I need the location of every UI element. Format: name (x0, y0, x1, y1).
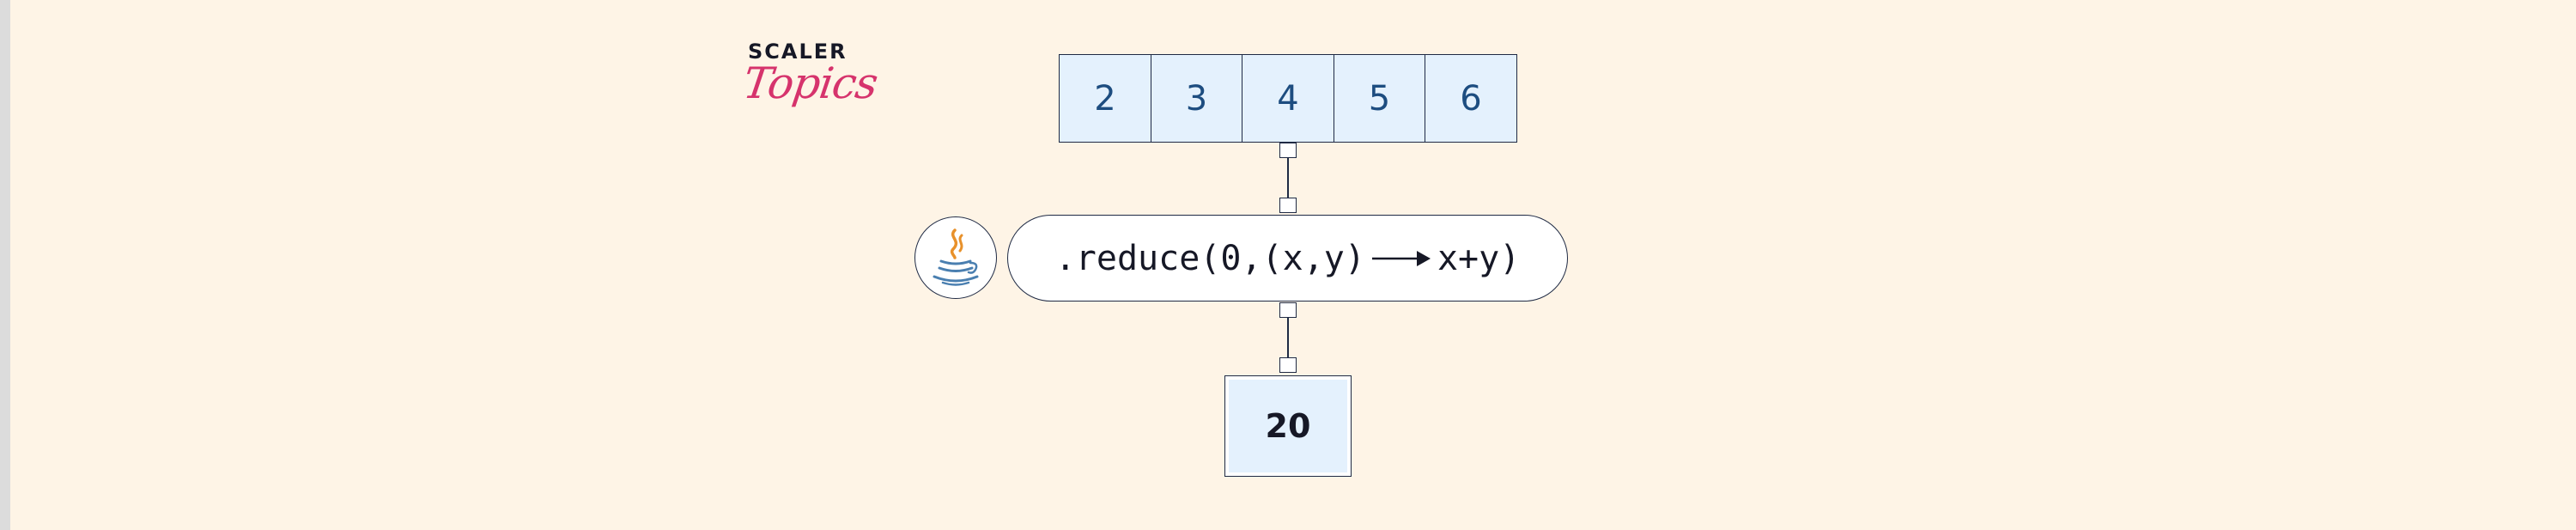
connector-port-top (1279, 302, 1297, 318)
array-cell: 3 (1150, 54, 1243, 143)
connector-port-bottom (1279, 198, 1297, 213)
left-edge-strip (0, 0, 10, 530)
connector-line (1287, 158, 1289, 198)
input-array: 2 3 4 5 6 (1059, 54, 1517, 143)
array-cell: 5 (1333, 54, 1426, 143)
java-icon (914, 216, 997, 299)
array-cell: 6 (1425, 54, 1517, 143)
reduce-expression-prefix: .reduce(0,(x,y) (1054, 238, 1365, 278)
reduce-operation: .reduce(0,(x,y) x+y) (1007, 215, 1568, 302)
array-cell: 2 (1059, 54, 1151, 143)
result-box: 20 (1224, 375, 1352, 477)
connector-port-bottom (1279, 357, 1297, 373)
result-value: 20 (1229, 380, 1347, 472)
java-coffee-cup-icon (933, 228, 979, 286)
array-cell: 4 (1242, 54, 1334, 143)
connector-line (1287, 318, 1289, 358)
logo-scaler-text: SCALER (748, 40, 848, 64)
right-arrow-icon (1371, 250, 1431, 266)
scaler-topics-logo: SCALER Topics (740, 40, 880, 125)
logo-topics-text: Topics (739, 58, 881, 108)
reduce-expression-suffix: x+y) (1437, 238, 1521, 278)
connector-port-top (1279, 143, 1297, 158)
